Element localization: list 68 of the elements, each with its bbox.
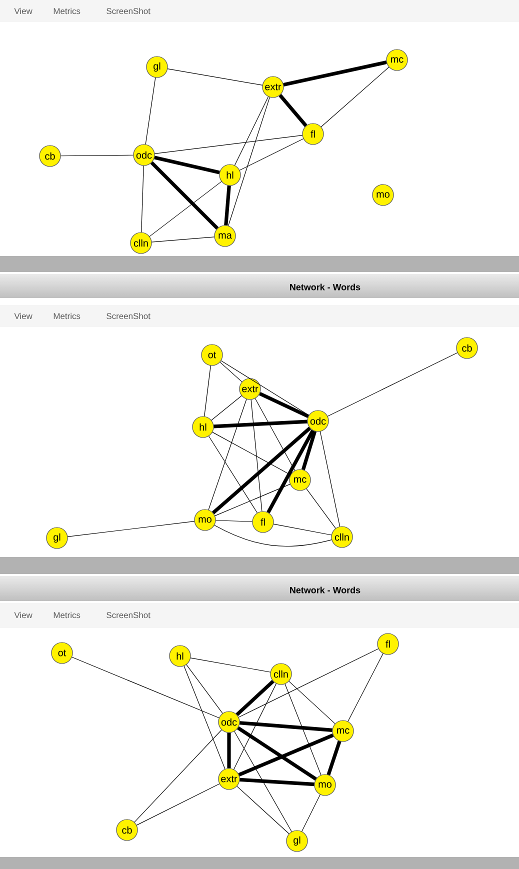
menu-item: Metrics <box>54 8 80 14</box>
network-edge <box>167 68 263 86</box>
network-edge <box>216 520 253 522</box>
network-edge <box>273 524 332 536</box>
network-edge <box>236 786 290 834</box>
network-edge <box>239 138 304 171</box>
network-edge <box>150 161 219 230</box>
network-edge <box>208 436 258 514</box>
network-edge <box>145 77 156 145</box>
menu-item: ScreenShot <box>106 612 150 618</box>
network-edge <box>288 681 336 724</box>
network-edge <box>238 734 334 776</box>
network-edge <box>214 420 308 428</box>
network-edge <box>228 96 270 226</box>
network-edge <box>302 794 320 832</box>
network-edge <box>151 236 215 242</box>
network-edge <box>60 154 134 156</box>
network-edge <box>284 684 322 776</box>
network-edge <box>283 60 387 86</box>
menu-item: ScreenShot <box>106 312 150 320</box>
network-edge <box>236 680 274 716</box>
network-edge <box>227 732 231 768</box>
network-edge <box>67 521 195 537</box>
menu-item: View <box>14 312 32 320</box>
network-edge <box>320 431 340 527</box>
network-edge <box>211 396 242 421</box>
network-edge <box>259 392 309 418</box>
network-edge <box>224 186 231 226</box>
network-edge <box>72 656 220 718</box>
network-edge <box>154 135 303 154</box>
network-edge <box>134 730 222 822</box>
network-edge <box>326 740 342 776</box>
network-edge <box>234 731 292 832</box>
network-edge <box>327 352 458 417</box>
network-edge <box>254 398 296 471</box>
network-edge <box>234 683 276 770</box>
network-edge <box>190 658 271 672</box>
title-bar: Network - Words <box>0 557 519 601</box>
network-edge <box>237 726 317 781</box>
network-edge <box>214 484 290 516</box>
network-edge <box>250 399 262 512</box>
network-edge <box>240 778 314 786</box>
network-edge <box>320 66 390 128</box>
network-edge <box>240 721 332 732</box>
network-edge <box>184 666 226 770</box>
network-edge <box>154 156 220 174</box>
menu-item: ScreenShot <box>106 8 150 14</box>
network-edge <box>238 648 379 718</box>
title-bar: Network - Words <box>0 256 519 298</box>
network-edge <box>220 362 242 382</box>
network-edge <box>301 430 317 470</box>
network-edge <box>204 365 211 417</box>
network-edge <box>306 488 336 529</box>
network-edge <box>136 784 220 826</box>
network-edge <box>141 166 144 233</box>
menu-item: Metrics <box>54 312 80 320</box>
network-edge <box>149 181 222 237</box>
network-edge <box>208 398 247 510</box>
network-edge <box>234 96 269 166</box>
network-edge <box>266 430 314 514</box>
menu-item: Metrics <box>54 612 80 618</box>
network-edge <box>186 664 223 714</box>
network-edge <box>348 653 384 722</box>
network-edge <box>214 524 332 547</box>
network-edge <box>212 426 312 514</box>
menu-item: View <box>14 612 32 618</box>
network-edge <box>278 94 308 127</box>
menu-item: View <box>14 8 32 14</box>
